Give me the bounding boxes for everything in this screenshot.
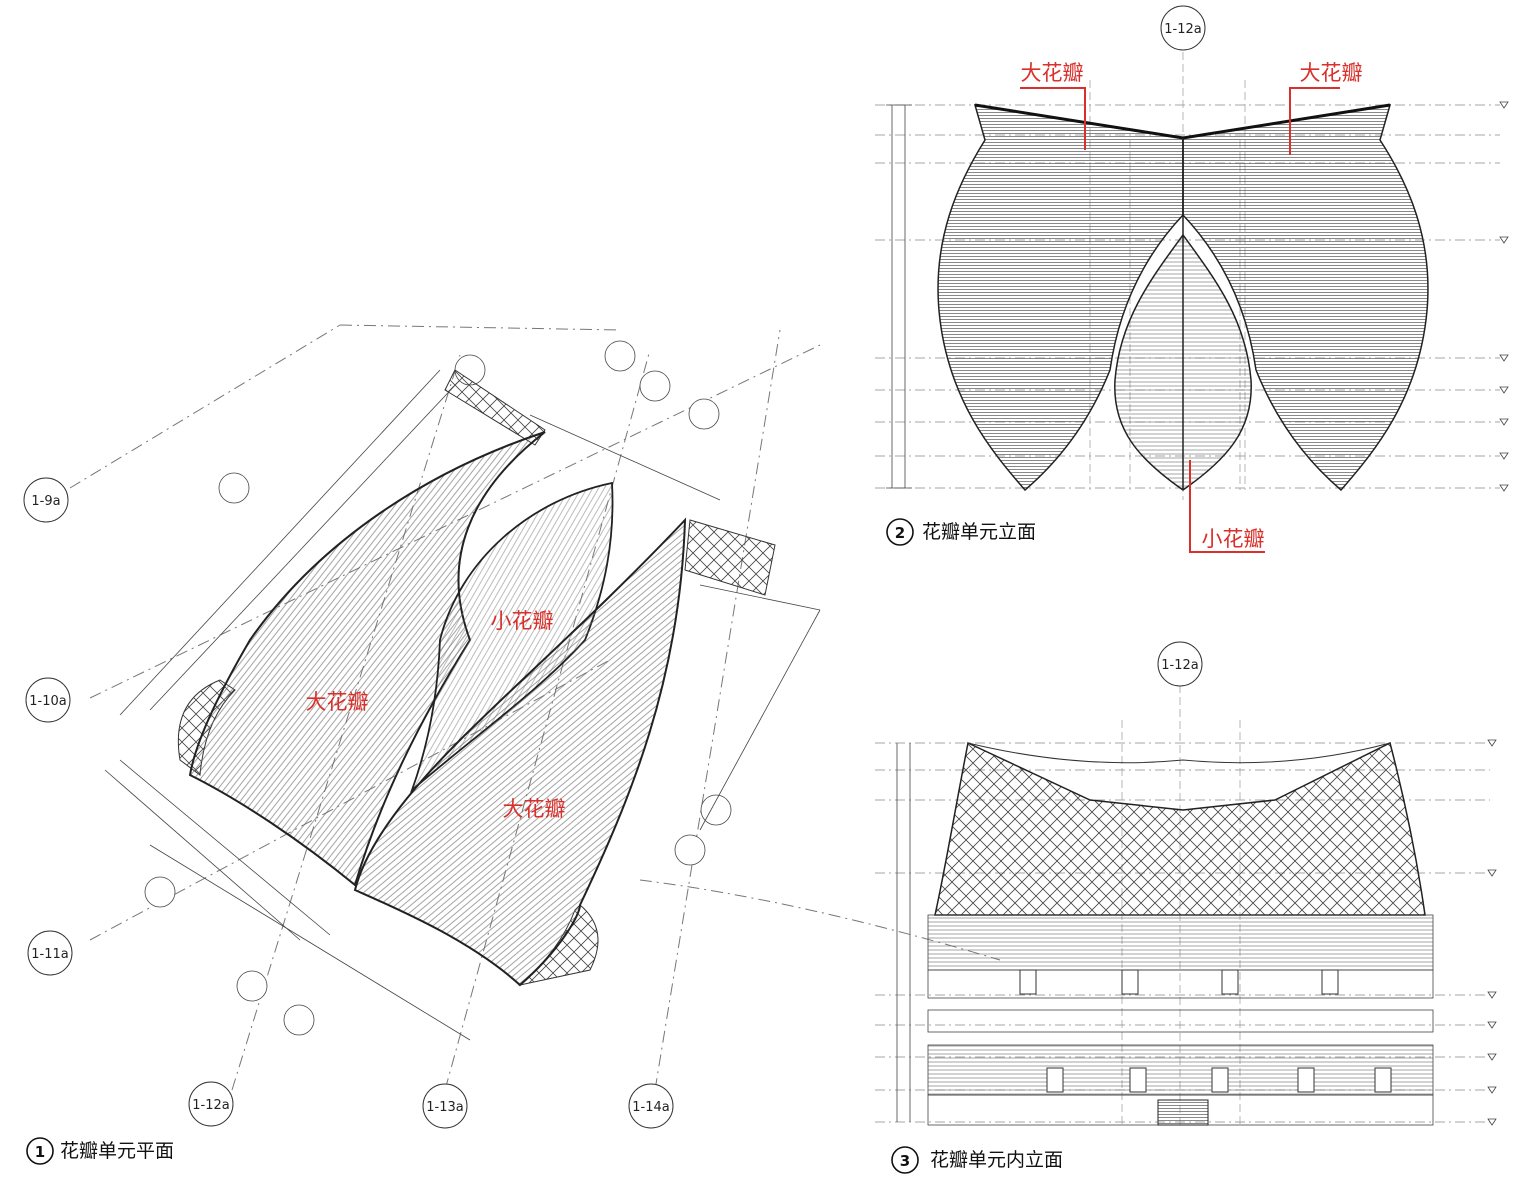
elevation-drawing: 1-12a 大花瓣 大花瓣 小花瓣	[875, 5, 1509, 553]
plan-grid-bubble-3: 1-11a	[27, 930, 73, 976]
elevation-leader-right	[1289, 87, 1340, 155]
plan-grid-bubble-6: 1-14a	[628, 1083, 674, 1129]
elevation-large-petal-left	[937, 104, 1184, 492]
svg-text:1-10a: 1-10a	[29, 694, 66, 709]
interior-facade-band-lower	[927, 1044, 1434, 1096]
interior-roof-truss	[934, 741, 1426, 916]
interior-title-block: 3 花瓣单元内立面	[891, 1146, 1063, 1174]
svg-text:3: 3	[900, 1152, 910, 1170]
svg-text:花瓣单元立面: 花瓣单元立面	[922, 521, 1036, 543]
plan-callout-markers	[144, 340, 732, 1036]
svg-text:花瓣单元平面: 花瓣单元平面	[60, 1140, 174, 1162]
interior-grid-bubble: 1-12a	[1157, 641, 1203, 687]
svg-text:1-11a: 1-11a	[31, 947, 68, 962]
elevation-title-block: 2 花瓣单元立面	[886, 518, 1036, 546]
svg-text:1-13a: 1-13a	[426, 1100, 463, 1115]
svg-text:1: 1	[35, 1143, 45, 1161]
interior-roof-canopy	[967, 742, 1391, 764]
svg-text:花瓣单元内立面: 花瓣单元内立面	[930, 1149, 1063, 1171]
svg-text:1-9a: 1-9a	[31, 494, 60, 509]
plan-small-petal	[409, 481, 614, 793]
plan-large-petal-right	[353, 517, 687, 987]
elevation-leader-bottom	[1189, 460, 1265, 553]
svg-text:1-12a: 1-12a	[1161, 658, 1198, 673]
plan-dimension-lines	[104, 369, 821, 1041]
elevation-leader-left	[1020, 87, 1086, 150]
elevation-label-small-petal: 小花瓣	[1202, 527, 1265, 551]
plan-label-large-petal-right: 大花瓣	[503, 797, 566, 821]
plan-drawing: 1-9a 1-10a 1-11a 1-12a 1-13a 1-14a	[23, 324, 1001, 1165]
plan-title-block: 1 花瓣单元平面	[26, 1137, 174, 1165]
elevation-level-markers	[1499, 101, 1509, 492]
plan-grid-bubble-5: 1-13a	[422, 1083, 468, 1129]
interior-column-brackets	[1019, 969, 1392, 1093]
interior-facade-band-mid	[927, 969, 1434, 999]
plan-grid-bubble-1: 1-9a	[23, 477, 69, 523]
svg-text:1-14a: 1-14a	[632, 1100, 669, 1115]
interior-stair	[1157, 1099, 1209, 1126]
plan-label-large-petal-left: 大花瓣	[306, 690, 369, 714]
interior-elevation-drawing: 1-12a	[875, 641, 1497, 1174]
svg-text:1-12a: 1-12a	[192, 1098, 229, 1113]
interior-dimension-column	[896, 743, 911, 1122]
plan-grid-bubble-2: 1-10a	[25, 677, 71, 723]
interior-facade-band-floor	[927, 1009, 1434, 1033]
plan-grid-bubble-4: 1-12a	[188, 1081, 234, 1127]
elevation-label-large-petal-left: 大花瓣	[1021, 61, 1084, 85]
interior-facade-band-upper	[927, 914, 1434, 971]
elevation-dimension-column	[886, 104, 912, 489]
elevation-label-large-petal-right: 大花瓣	[1300, 61, 1363, 85]
plan-truss-top	[444, 369, 776, 596]
elevation-large-petal-right	[1182, 104, 1429, 492]
plan-label-small-petal: 小花瓣	[491, 609, 554, 633]
svg-text:1-12a: 1-12a	[1164, 22, 1201, 37]
elevation-grid-bubble: 1-12a	[1160, 5, 1206, 51]
interior-level-markers	[1487, 739, 1497, 1126]
svg-text:2: 2	[895, 524, 905, 542]
